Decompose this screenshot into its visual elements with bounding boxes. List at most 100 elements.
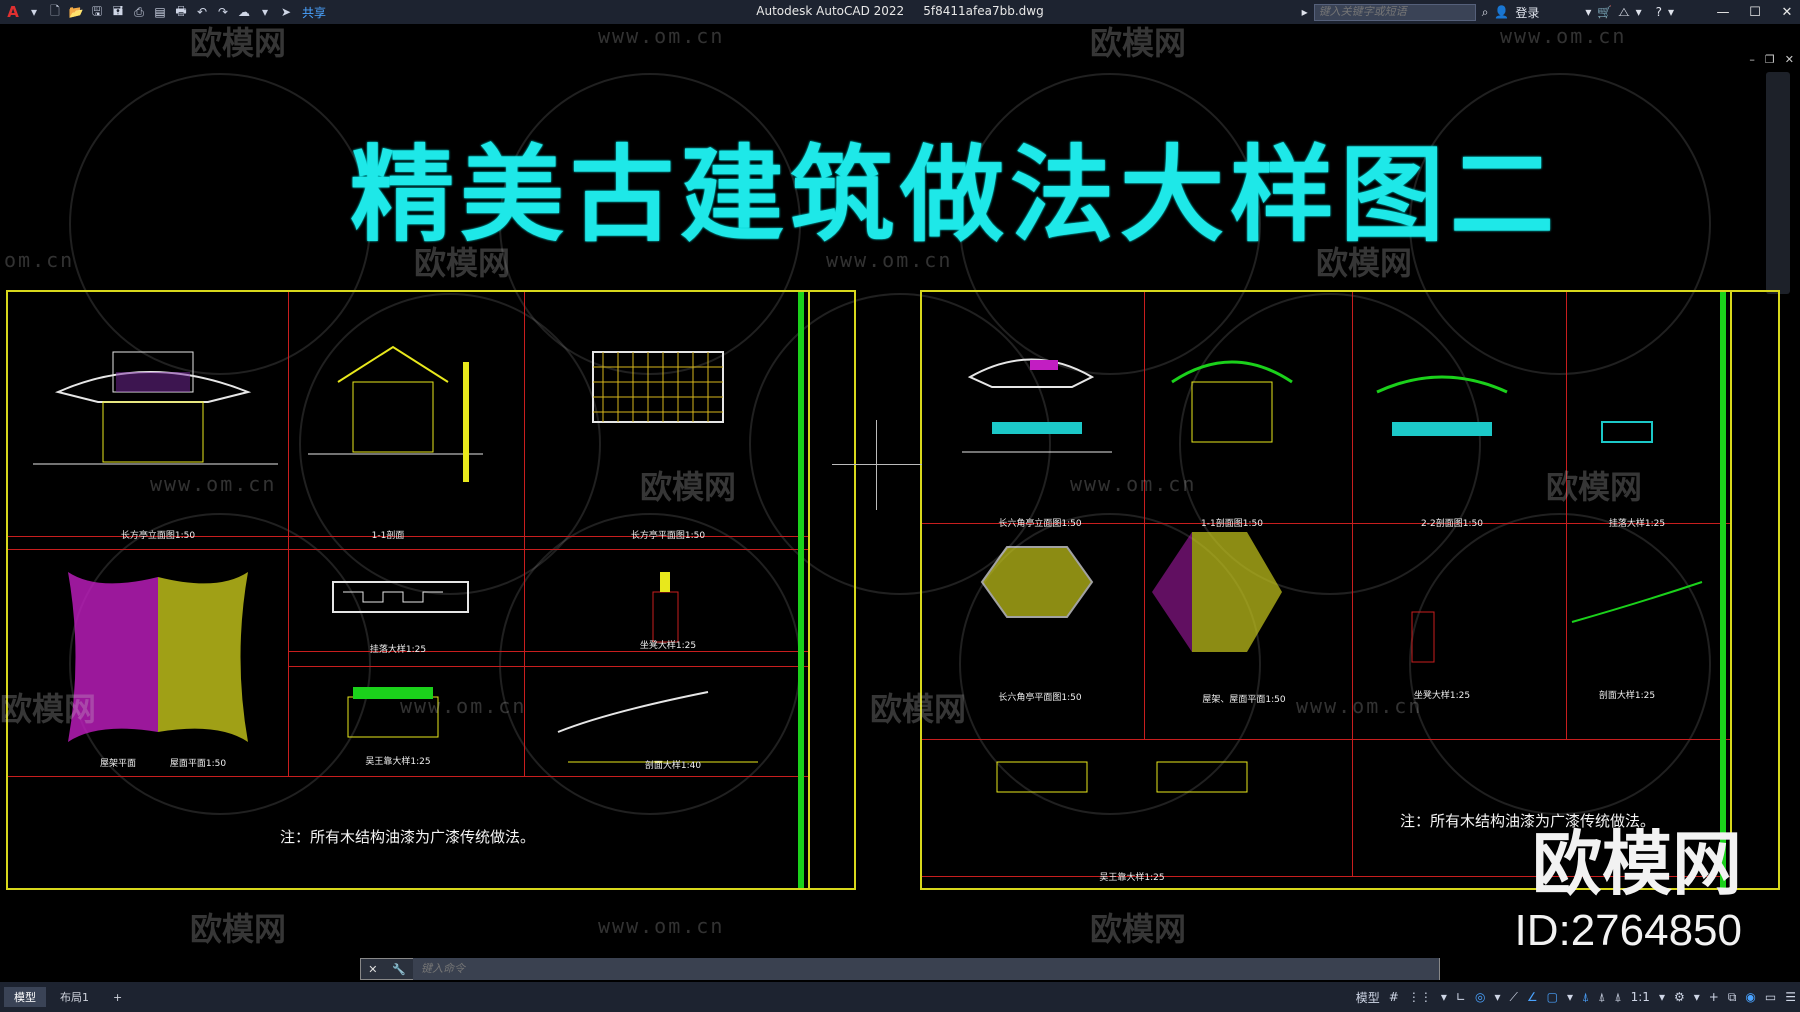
- grid-line-v1: [288, 292, 289, 777]
- watermark-url-partial: om.cn: [4, 248, 75, 272]
- workspace-dropdown-icon[interactable]: ▾: [261, 5, 269, 19]
- chevron-down-icon[interactable]: ▾: [1658, 990, 1665, 1004]
- drawing-label: 长方亭平面图1:50: [630, 531, 706, 541]
- chevron-down-icon[interactable]: ▾: [1566, 990, 1574, 1004]
- user-icon[interactable]: 👤: [1494, 5, 1510, 19]
- search-icon[interactable]: ⌕: [1481, 4, 1489, 19]
- watermark-brand: 欧模网: [870, 690, 967, 728]
- doc-close-icon[interactable]: ✕: [1784, 53, 1794, 66]
- login-label[interactable]: 登录: [1515, 5, 1540, 20]
- watermark-url: www.om.cn: [598, 914, 725, 938]
- chevron-down-icon[interactable]: ▾: [1440, 990, 1447, 1004]
- object-snap-tracking-icon[interactable]: ∠: [1526, 990, 1538, 1004]
- close-icon[interactable]: ✕: [368, 962, 378, 976]
- section-detail-drawing: [1571, 581, 1703, 623]
- right-drawing-sheet: 长六角亭立面图1:50 1-1剖面图1:50 2-2剖面图1:50 挂落大样1:…: [920, 290, 1780, 890]
- roof-plan-drawing: [1152, 532, 1282, 652]
- clean-screen-icon[interactable]: ▭: [1764, 990, 1777, 1004]
- doc-restore-icon[interactable]: ❐: [1764, 53, 1775, 66]
- watermark-brand: 欧模网: [1546, 468, 1643, 506]
- print-icon[interactable]: 🖶: [175, 3, 187, 18]
- minimize-icon[interactable]: —: [1716, 4, 1730, 20]
- crosshair-cursor-v: [876, 420, 877, 510]
- drawing-label: 1-1剖面图1:50: [1201, 519, 1263, 529]
- drawing-label: 屋架、屋面平面1:50: [1202, 695, 1286, 705]
- chevron-down-icon[interactable]: ▾: [1635, 5, 1642, 19]
- command-input[interactable]: [413, 958, 1439, 980]
- hanging-ornament-drawing: [1601, 421, 1653, 443]
- crosshair-cursor-h: [832, 464, 922, 465]
- section-2-drawing: [1376, 375, 1508, 436]
- snap-icon[interactable]: ⋮⋮: [1407, 990, 1432, 1004]
- watermark-brand: 欧模网: [1090, 24, 1187, 62]
- quick-access-toolbar: A ▾ 🗋 📂 🖫 🖬 ⎙ ▤ 🖶 ↶ ↷ ☁ ▾ ➤ 共享: [0, 0, 326, 24]
- chevron-down-icon[interactable]: ▾: [1585, 5, 1592, 19]
- title-bar: A ▾ 🗋 📂 🖫 🖬 ⎙ ▤ 🖶 ↶ ↷ ☁ ▾ ➤ 共享 Autodesk …: [0, 0, 1800, 24]
- autocad-app-icon[interactable]: A: [7, 3, 19, 21]
- customize-menu-icon[interactable]: ☰: [1785, 990, 1796, 1004]
- chevron-down-icon[interactable]: ▾: [30, 5, 38, 19]
- object-snap-icon[interactable]: ▢: [1546, 990, 1558, 1004]
- model-space-label[interactable]: 模型: [1355, 990, 1380, 1005]
- watermark-url: www.om.cn: [1296, 694, 1423, 718]
- drawing-label: 挂落大样1:25: [369, 645, 427, 655]
- chevron-down-icon[interactable]: ▾: [1693, 990, 1700, 1004]
- maximize-icon[interactable]: ☐: [1749, 4, 1761, 20]
- wrench-icon[interactable]: 🔧: [392, 962, 406, 976]
- save-as-icon[interactable]: 🖬: [112, 3, 124, 18]
- add-layout-button[interactable]: +: [113, 990, 123, 1004]
- share-label[interactable]: 共享: [302, 5, 327, 20]
- grid-icon[interactable]: #: [1388, 990, 1399, 1004]
- navigation-bar[interactable]: [1766, 72, 1790, 294]
- doc-minimize-icon[interactable]: –: [1749, 53, 1755, 66]
- drawing-label: 坐凳大样1:25: [1413, 691, 1471, 701]
- help-search-input[interactable]: [1313, 3, 1476, 21]
- cart-icon[interactable]: 🛒: [1597, 5, 1613, 19]
- annotation-autoscale-icon[interactable]: ⍋: [1598, 989, 1606, 1004]
- drawing-label: 剖面大样1:40: [644, 761, 702, 771]
- chevron-down-icon[interactable]: ▾: [1667, 5, 1674, 19]
- isolate-objects-icon[interactable]: ⧉: [1727, 989, 1737, 1004]
- new-file-icon[interactable]: 🗋: [50, 3, 60, 18]
- watermark-circles: [69, 73, 1711, 815]
- section-drawing: [308, 345, 483, 482]
- annotation-scale-icon[interactable]: ⍋: [1614, 989, 1622, 1004]
- gear-icon[interactable]: ⚙: [1673, 990, 1685, 1004]
- autodesk-icon[interactable]: ⧍: [1618, 4, 1630, 19]
- seat-detail-drawing: [652, 572, 679, 643]
- ortho-icon[interactable]: ∟: [1455, 990, 1466, 1004]
- plot-icon[interactable]: ⎙: [134, 4, 144, 19]
- watermark-url: www.om.cn: [400, 694, 527, 718]
- grid-line-h1: [922, 292, 1730, 524]
- watermark-brand: 欧模网: [640, 468, 737, 506]
- open-folder-icon[interactable]: 📂: [68, 5, 84, 19]
- annotation-scale-label[interactable]: 1:1: [1630, 990, 1650, 1004]
- arrow-right-icon: ▸: [1301, 5, 1308, 19]
- plan-drawing: [592, 351, 724, 423]
- redo-icon[interactable]: ↷: [217, 5, 229, 19]
- watermark-brand-large: 欧模网: [1532, 823, 1742, 905]
- plus-icon[interactable]: +: [1708, 990, 1719, 1004]
- polar-tracking-icon[interactable]: ◎: [1474, 990, 1486, 1004]
- watermark-brand: 欧模网: [1090, 910, 1187, 948]
- publish-icon[interactable]: ▤: [154, 5, 166, 19]
- help-icon[interactable]: ?: [1655, 5, 1662, 19]
- tab-model[interactable]: 模型: [4, 987, 46, 1007]
- save-icon[interactable]: 🖫: [91, 3, 103, 18]
- drawing-label: 长方亭立面图1:50: [120, 531, 196, 541]
- pavilion-elevation-drawing: [33, 351, 278, 465]
- cloud-icon[interactable]: ☁: [238, 5, 250, 19]
- hexagonal-plan-drawing: [980, 546, 1094, 618]
- drawing-canvas[interactable]: – ❐ ✕ 精美古建筑做法大样图二: [0, 24, 1800, 982]
- grid-line-h2: [922, 292, 1730, 740]
- hardware-acceleration-icon[interactable]: ◉: [1745, 990, 1756, 1004]
- chevron-down-icon[interactable]: ▾: [1494, 990, 1501, 1004]
- annotation-visibility-icon[interactable]: ⍋: [1582, 989, 1590, 1004]
- tab-layout1[interactable]: 布局1: [60, 991, 89, 1004]
- title-block-column: [1730, 292, 1780, 888]
- grid-line-h5: [288, 292, 808, 652]
- isodraft-icon[interactable]: ⟋: [1509, 989, 1518, 1004]
- undo-icon[interactable]: ↶: [196, 5, 208, 19]
- close-icon[interactable]: ✕: [1781, 4, 1793, 20]
- share-icon[interactable]: ➤: [280, 5, 292, 19]
